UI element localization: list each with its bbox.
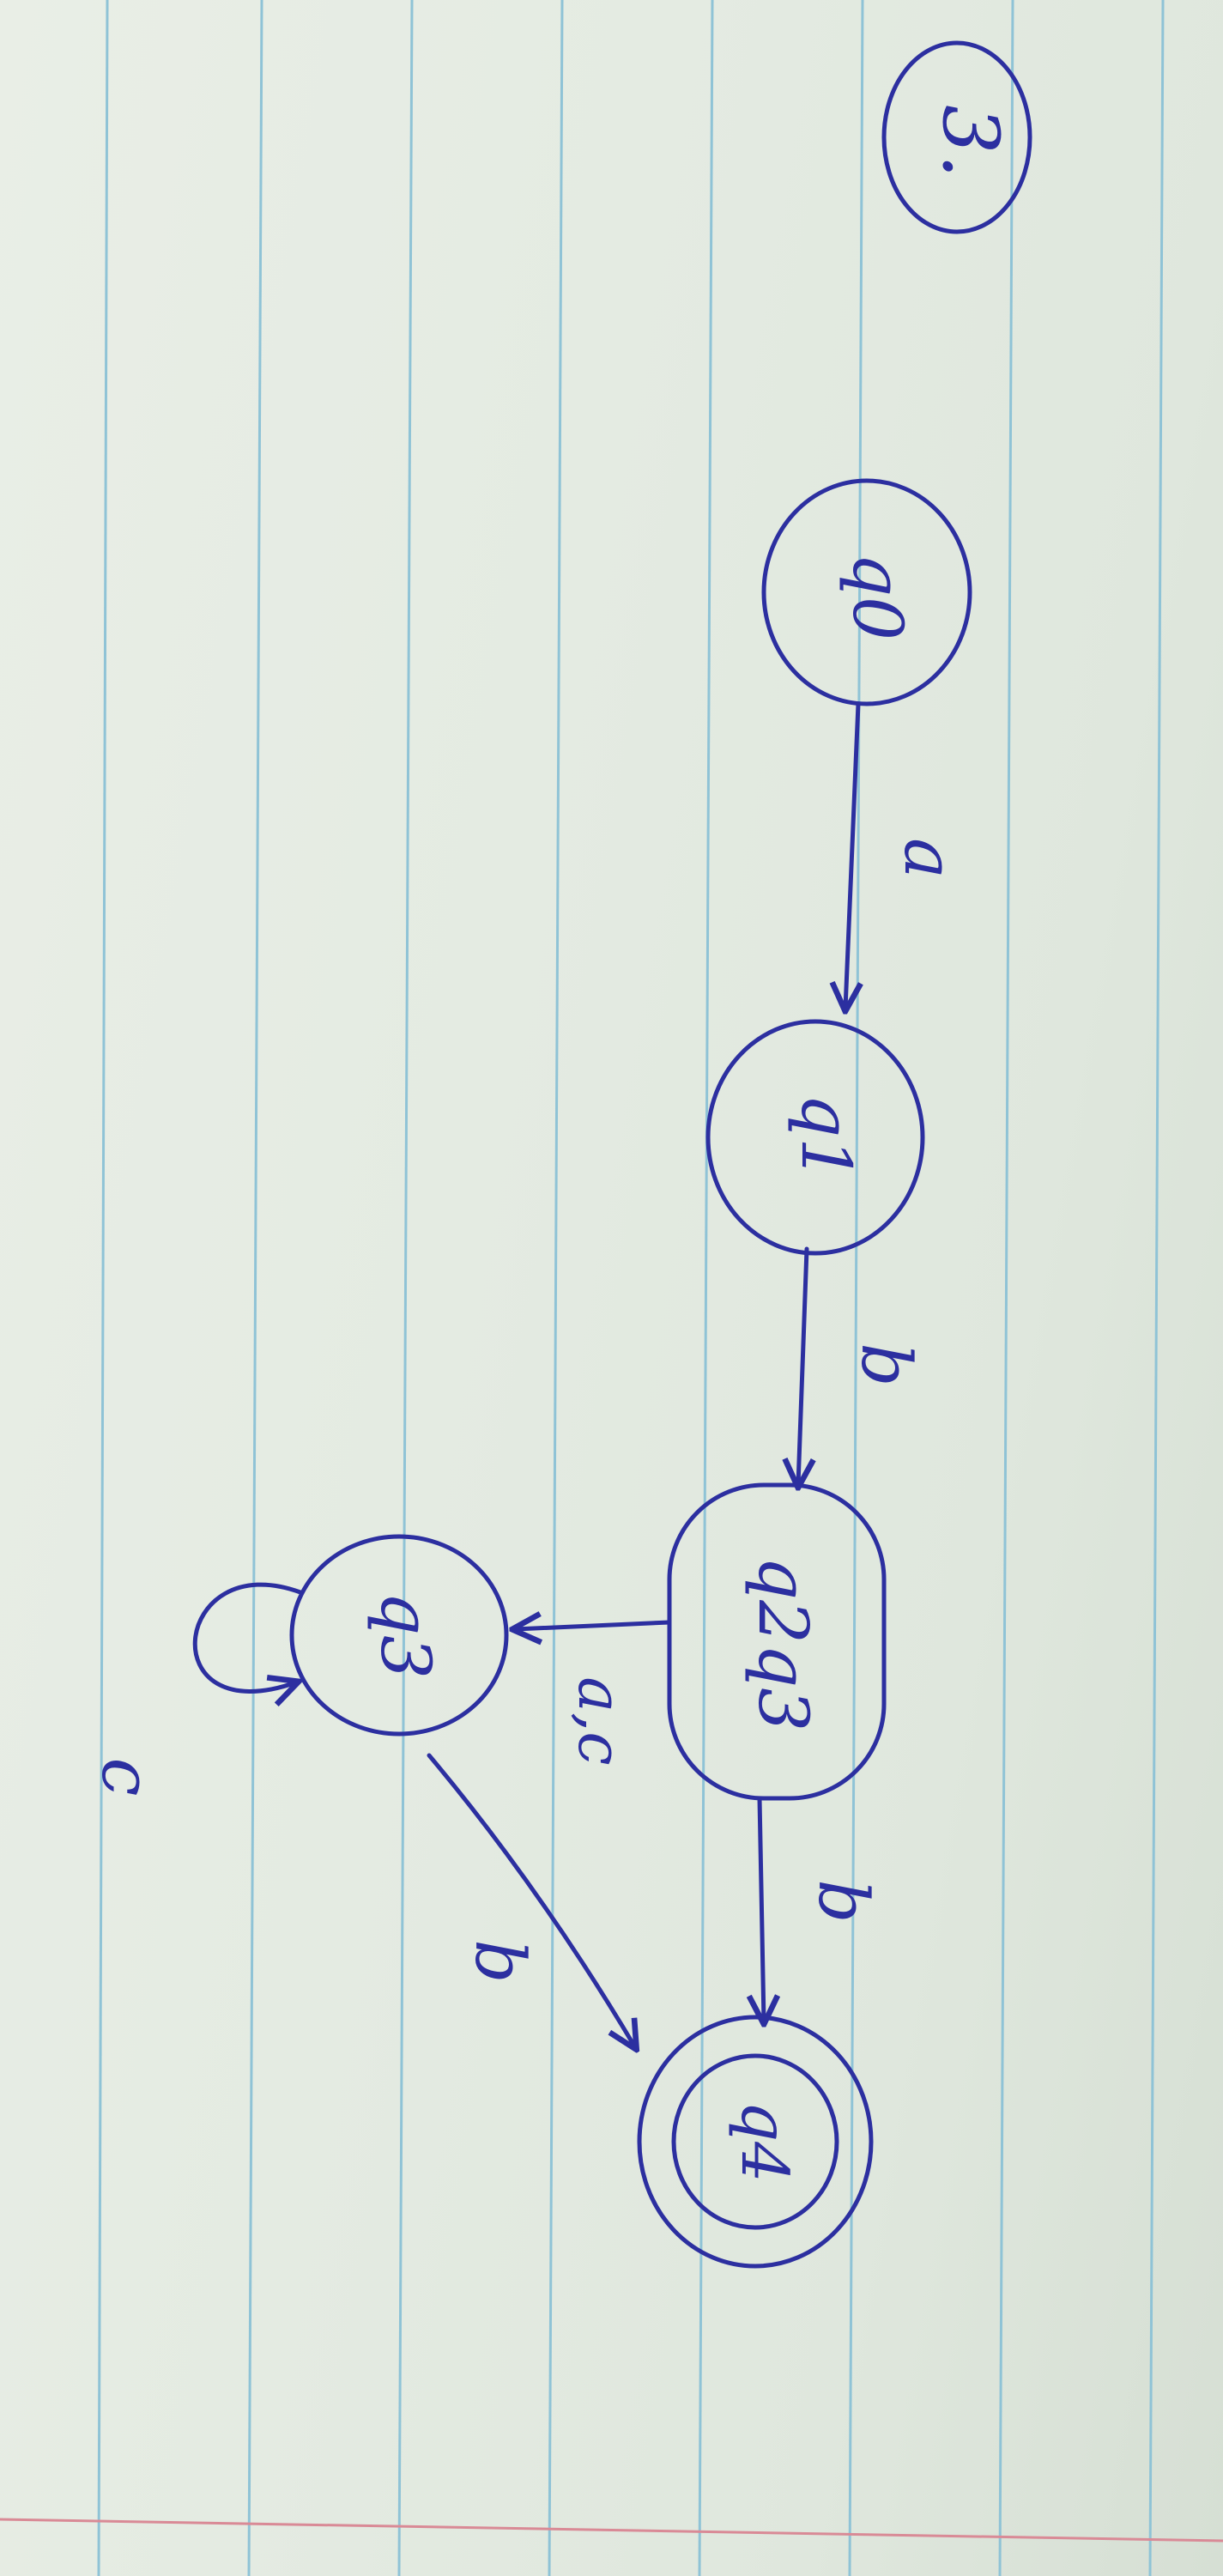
svg-text:3.: 3. bbox=[925, 105, 1015, 179]
svg-text:q0: q0 bbox=[838, 553, 917, 640]
label-q2q3-q4: b bbox=[803, 1879, 883, 1923]
state-q3: q3 bbox=[289, 1534, 509, 1737]
label-q1-q2q3: b bbox=[846, 1343, 926, 1386]
problem-number: 3. bbox=[881, 40, 1032, 234]
svg-text:q3: q3 bbox=[366, 1591, 445, 1679]
state-q4: q4 bbox=[637, 2015, 874, 2269]
label-q2q3-q3: a,c bbox=[565, 1676, 635, 1765]
state-q1: q1 bbox=[705, 1019, 925, 1256]
transitions bbox=[192, 701, 858, 2047]
svg-text:q4: q4 bbox=[727, 2100, 802, 2183]
state-q2q3: q2q3 bbox=[667, 1482, 887, 1801]
edge-q3-q4 bbox=[427, 1753, 635, 2047]
edge-q3-self bbox=[192, 1582, 300, 1691]
margin-line bbox=[0, 2518, 1223, 2543]
edge-q2q3-q3 bbox=[515, 1622, 672, 1629]
edge-q1-q2q3 bbox=[798, 1246, 807, 1485]
svg-text:q1: q1 bbox=[786, 1094, 866, 1181]
svg-text:q2q3: q2q3 bbox=[743, 1556, 823, 1731]
edge-q2q3-q4 bbox=[760, 1796, 764, 2021]
state-q0: q0 bbox=[761, 478, 972, 706]
transition-labels: a b a,c b b c bbox=[87, 838, 969, 1983]
ruled-lines bbox=[97, 0, 1165, 2576]
label-q3-self: c bbox=[87, 1758, 166, 1797]
label-q3-q4: b bbox=[460, 1939, 540, 1983]
edge-q0-q1 bbox=[845, 701, 858, 1009]
label-q0-q1: a bbox=[889, 838, 969, 879]
